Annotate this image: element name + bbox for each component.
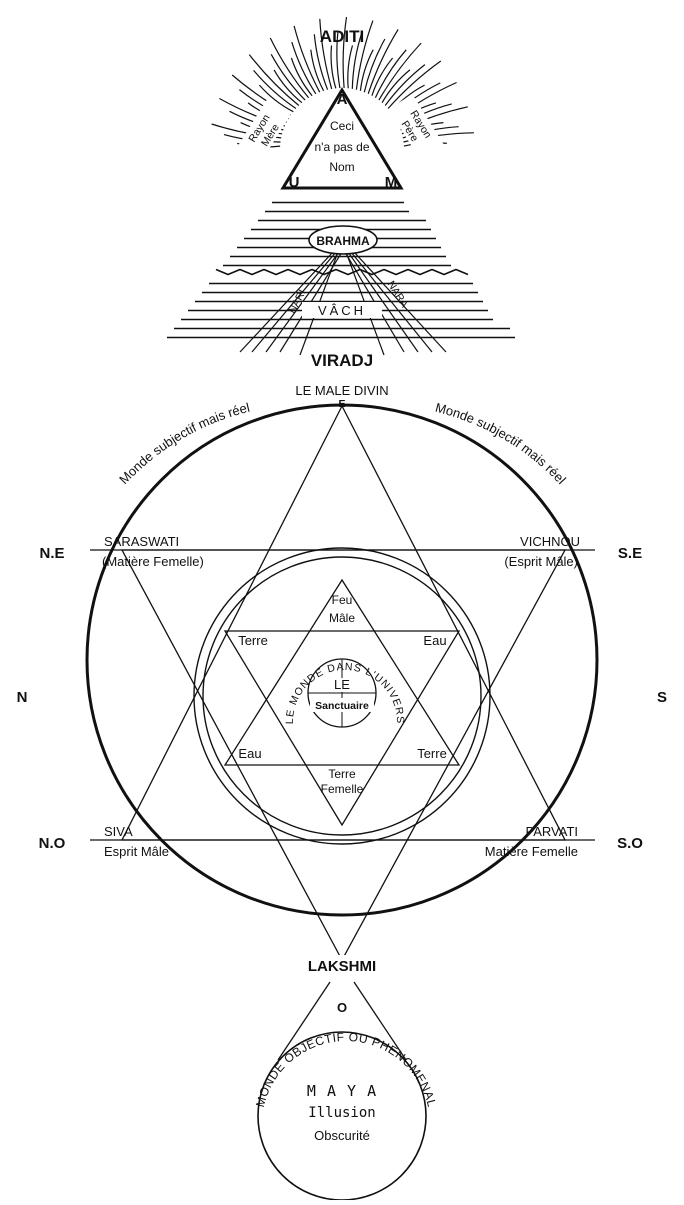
lakshmi-backdrop	[300, 955, 384, 975]
ceci-line-1: Ceci	[330, 119, 354, 133]
ray-line	[384, 64, 426, 106]
eau-bottom-left: Eau	[238, 746, 261, 761]
vertex-m: M	[385, 174, 398, 191]
maya-title: M A Y A	[307, 1082, 377, 1100]
inner-hexagram	[223, 578, 461, 827]
feu-line-1: Feu	[332, 593, 353, 607]
vertex-u: U	[289, 174, 300, 191]
terre-top-left: Terre	[238, 633, 268, 648]
compass-no: N.O	[39, 835, 66, 852]
maya-connector	[277, 981, 407, 1061]
parvati-name: PARVATI	[526, 824, 579, 839]
brahma-label: BRAHMA	[316, 234, 370, 248]
siva-name: SIVA	[104, 824, 133, 839]
compass-s: S	[657, 689, 667, 706]
terre-bottom-right: Terre	[417, 746, 447, 761]
ray-line	[359, 49, 374, 91]
arc-right-text: Monde subjectif mais réel	[434, 400, 569, 487]
vichnou-sub: (Esprit Mâle)	[504, 554, 578, 569]
arc-right: Monde subjectif mais réel	[434, 400, 569, 487]
eau-top-right: Eau	[423, 633, 446, 648]
brahma-oval: BRAHMA	[308, 225, 378, 255]
ray-line	[270, 54, 306, 101]
arc-left: Monde subjectif mais réel	[116, 400, 251, 487]
vach-label: VÂCH	[318, 303, 366, 318]
compass-n: N	[17, 689, 28, 706]
compass-ne: N.E	[39, 545, 64, 562]
ray-line	[347, 45, 354, 89]
rayon-pere: Rayon Père	[388, 94, 445, 160]
siva-sub: Esprit Mâle	[104, 844, 169, 859]
ray-line	[355, 20, 374, 90]
compass-so: S.O	[617, 835, 643, 852]
vichnou-name: VICHNOU	[520, 534, 580, 549]
parvati-sub: Matière Femelle	[485, 844, 578, 859]
inner-circle-inner	[202, 556, 482, 836]
inner-downward-triangle	[223, 630, 461, 827]
ceci-line-3: Nom	[329, 160, 354, 174]
vach-backdrop	[302, 302, 382, 318]
terre-femelle-line-1: Terre	[328, 767, 356, 781]
sanctuaire-label: Sanctuaire	[315, 700, 369, 712]
maya-illusion: Illusion	[308, 1105, 375, 1121]
ray-line	[387, 60, 442, 109]
arc-left-text: Monde subjectif mais réel	[116, 400, 251, 487]
terre-femelle-line-2: Femelle	[321, 782, 364, 796]
ray-line	[336, 31, 341, 89]
ray-line	[371, 57, 394, 96]
le-label: LE	[334, 677, 350, 692]
male-divin-label: LE MALE DIVIN	[295, 383, 388, 398]
ray-line	[293, 25, 321, 93]
ray-line	[248, 54, 300, 106]
ray-line	[319, 18, 333, 90]
inner-upward-triangle	[223, 578, 461, 766]
feu-line-2: Mâle	[329, 611, 355, 625]
ray-line	[253, 70, 297, 109]
ray-line	[258, 84, 294, 113]
ray-line	[378, 42, 422, 101]
ray-line	[313, 34, 329, 90]
ray-line	[351, 32, 363, 89]
saraswati-name: SARASWATI	[104, 534, 179, 549]
inner-circle-outer	[193, 547, 491, 845]
sanctuary: LE Sanctuaire	[307, 658, 377, 728]
ray-line	[342, 17, 348, 89]
vertex-a: A	[337, 91, 348, 108]
maya-obscurite: Obscurité	[314, 1128, 370, 1143]
wave-line	[215, 268, 469, 276]
compass-se: S.E	[618, 545, 642, 562]
viradj-title: VIRADJ	[311, 351, 373, 370]
ray-line	[374, 49, 407, 99]
saraswati-sub: (Matière Femelle)	[102, 554, 204, 569]
ceci-line-2: n'a pas de	[314, 140, 369, 154]
rayon-mere: Rayon Mère	[235, 98, 292, 164]
ray-line	[363, 38, 386, 93]
ray-line	[291, 41, 317, 95]
east-point: E	[338, 398, 345, 410]
ray-line	[273, 69, 303, 104]
trinity-triangle	[280, 87, 404, 190]
ray-line	[381, 69, 411, 103]
ray-line	[269, 37, 310, 99]
west-point: O	[337, 1000, 347, 1015]
ray-line	[330, 45, 337, 89]
aditi-title: ADITI	[320, 27, 364, 46]
ray-line	[310, 49, 325, 92]
ray-line	[367, 29, 399, 94]
lakshmi-label: LAKSHMI	[308, 958, 376, 975]
ray-line	[290, 57, 313, 97]
